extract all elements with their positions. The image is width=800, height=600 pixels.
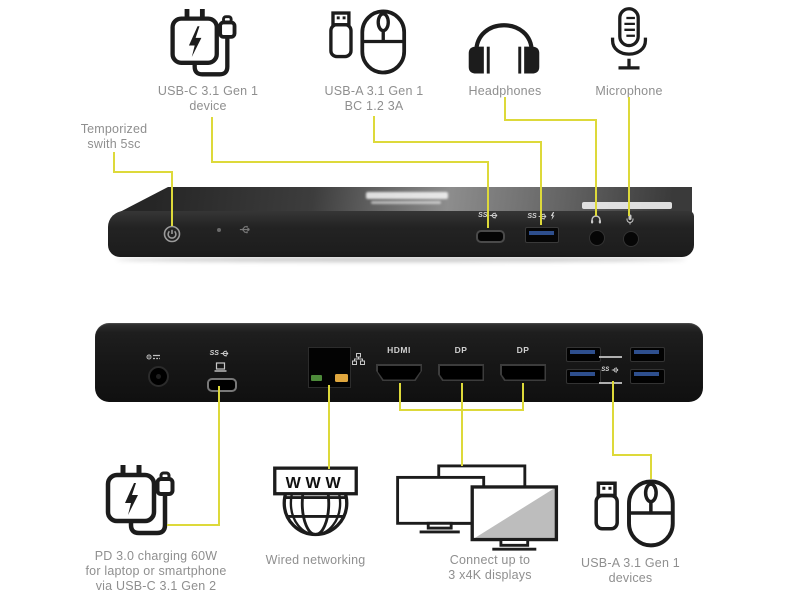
- label-headphones: Headphones: [468, 84, 542, 98]
- headphone-jack: [589, 230, 605, 246]
- microphone-icon: [606, 6, 652, 72]
- label-usba-devices: USB-A 3.1 Gen 1 devices: [581, 556, 680, 585]
- displayport-2: [500, 364, 546, 381]
- serial-sticker: [582, 202, 672, 209]
- dock-back-view: SS HDMI DP DP: [95, 323, 703, 402]
- headphone-jack-icon: [591, 215, 601, 224]
- hdmi-port: [376, 364, 422, 381]
- usba-blue-tab: [634, 372, 659, 376]
- usb-trident-icon: [538, 213, 548, 220]
- front-usba-port: [525, 227, 559, 243]
- power-button: [163, 225, 181, 243]
- back-usba-port-1: [566, 347, 601, 362]
- label-displays: Connect up to 3 x4K displays: [448, 553, 532, 582]
- usb-trident-icon: [611, 367, 620, 373]
- usb-stick-mouse-icon: [327, 8, 411, 75]
- usba-blue-tab: [634, 350, 659, 354]
- front-usbc-port-label: SS: [476, 212, 501, 219]
- hdmi-port-slot: [377, 365, 421, 380]
- usba-blue-tab: [570, 372, 595, 376]
- brand-logo: [366, 192, 448, 199]
- brand-logo-subline: [371, 201, 441, 204]
- usb-trident-icon: [489, 212, 499, 219]
- back-usba-port-2: [630, 347, 665, 362]
- front-usba-port-label: SS: [523, 212, 559, 220]
- charging-bolt-icon: [550, 212, 555, 220]
- dc-power-jack: [148, 366, 169, 387]
- dock-shadow: [116, 257, 686, 262]
- usb-trident-icon: [239, 225, 252, 234]
- dp1-port-label: DP: [454, 345, 468, 355]
- headphones-icon: [462, 8, 546, 82]
- label-wired-networking: Wired networking: [265, 553, 366, 567]
- usb-cluster-bracket: SS: [599, 356, 622, 384]
- pd-charger-icon: [98, 462, 198, 544]
- dc-power-label-icon: [146, 354, 160, 360]
- dock-front-face: [108, 211, 694, 257]
- ethernet-led-amber: [335, 374, 348, 382]
- displayport-2-slot: [501, 365, 545, 380]
- host-laptop-icon: [214, 362, 227, 372]
- label-microphone: Microphone: [595, 84, 663, 98]
- label-temporized-switch: Temporized swith 5sc: [80, 122, 148, 151]
- mic-jack-icon: [626, 214, 634, 225]
- label-usbc-device: USB-C 3.1 Gen 1 device: [157, 84, 259, 113]
- usba-blue-tab: [570, 350, 595, 354]
- front-usbc-port: [476, 230, 505, 243]
- usb-cluster-label: SS: [601, 367, 620, 373]
- label-usba-host: USB-A 3.1 Gen 1 BC 1.2 3A: [324, 84, 424, 113]
- dc-jack-pin: [156, 374, 161, 379]
- hdmi-port-label: HDMI: [387, 345, 411, 355]
- usbc-charger-device-icon: [163, 6, 259, 85]
- displayport-1: [438, 364, 484, 381]
- ethernet-led-green: [311, 375, 322, 381]
- displays-icon: [393, 464, 561, 552]
- back-usba-port-4: [630, 369, 665, 384]
- usba-blue-tab: [529, 230, 554, 235]
- mic-jack: [623, 231, 639, 247]
- network-icon: [352, 353, 365, 365]
- back-usbc-port-label: SS: [207, 350, 233, 357]
- back-usba-port-3: [566, 369, 601, 384]
- back-usbc-port: [207, 378, 237, 392]
- dock-front-view: SS SS: [108, 184, 694, 262]
- dp2-port-label: DP: [516, 345, 530, 355]
- label-pd-charging: PD 3.0 charging 60W for laptop or smartp…: [85, 549, 227, 593]
- usb-trident-icon: [220, 350, 230, 357]
- usb-stick-mouse-icon: [590, 478, 682, 548]
- displayport-1-slot: [439, 365, 483, 380]
- www-globe-icon: [268, 453, 363, 543]
- power-led: [217, 228, 221, 232]
